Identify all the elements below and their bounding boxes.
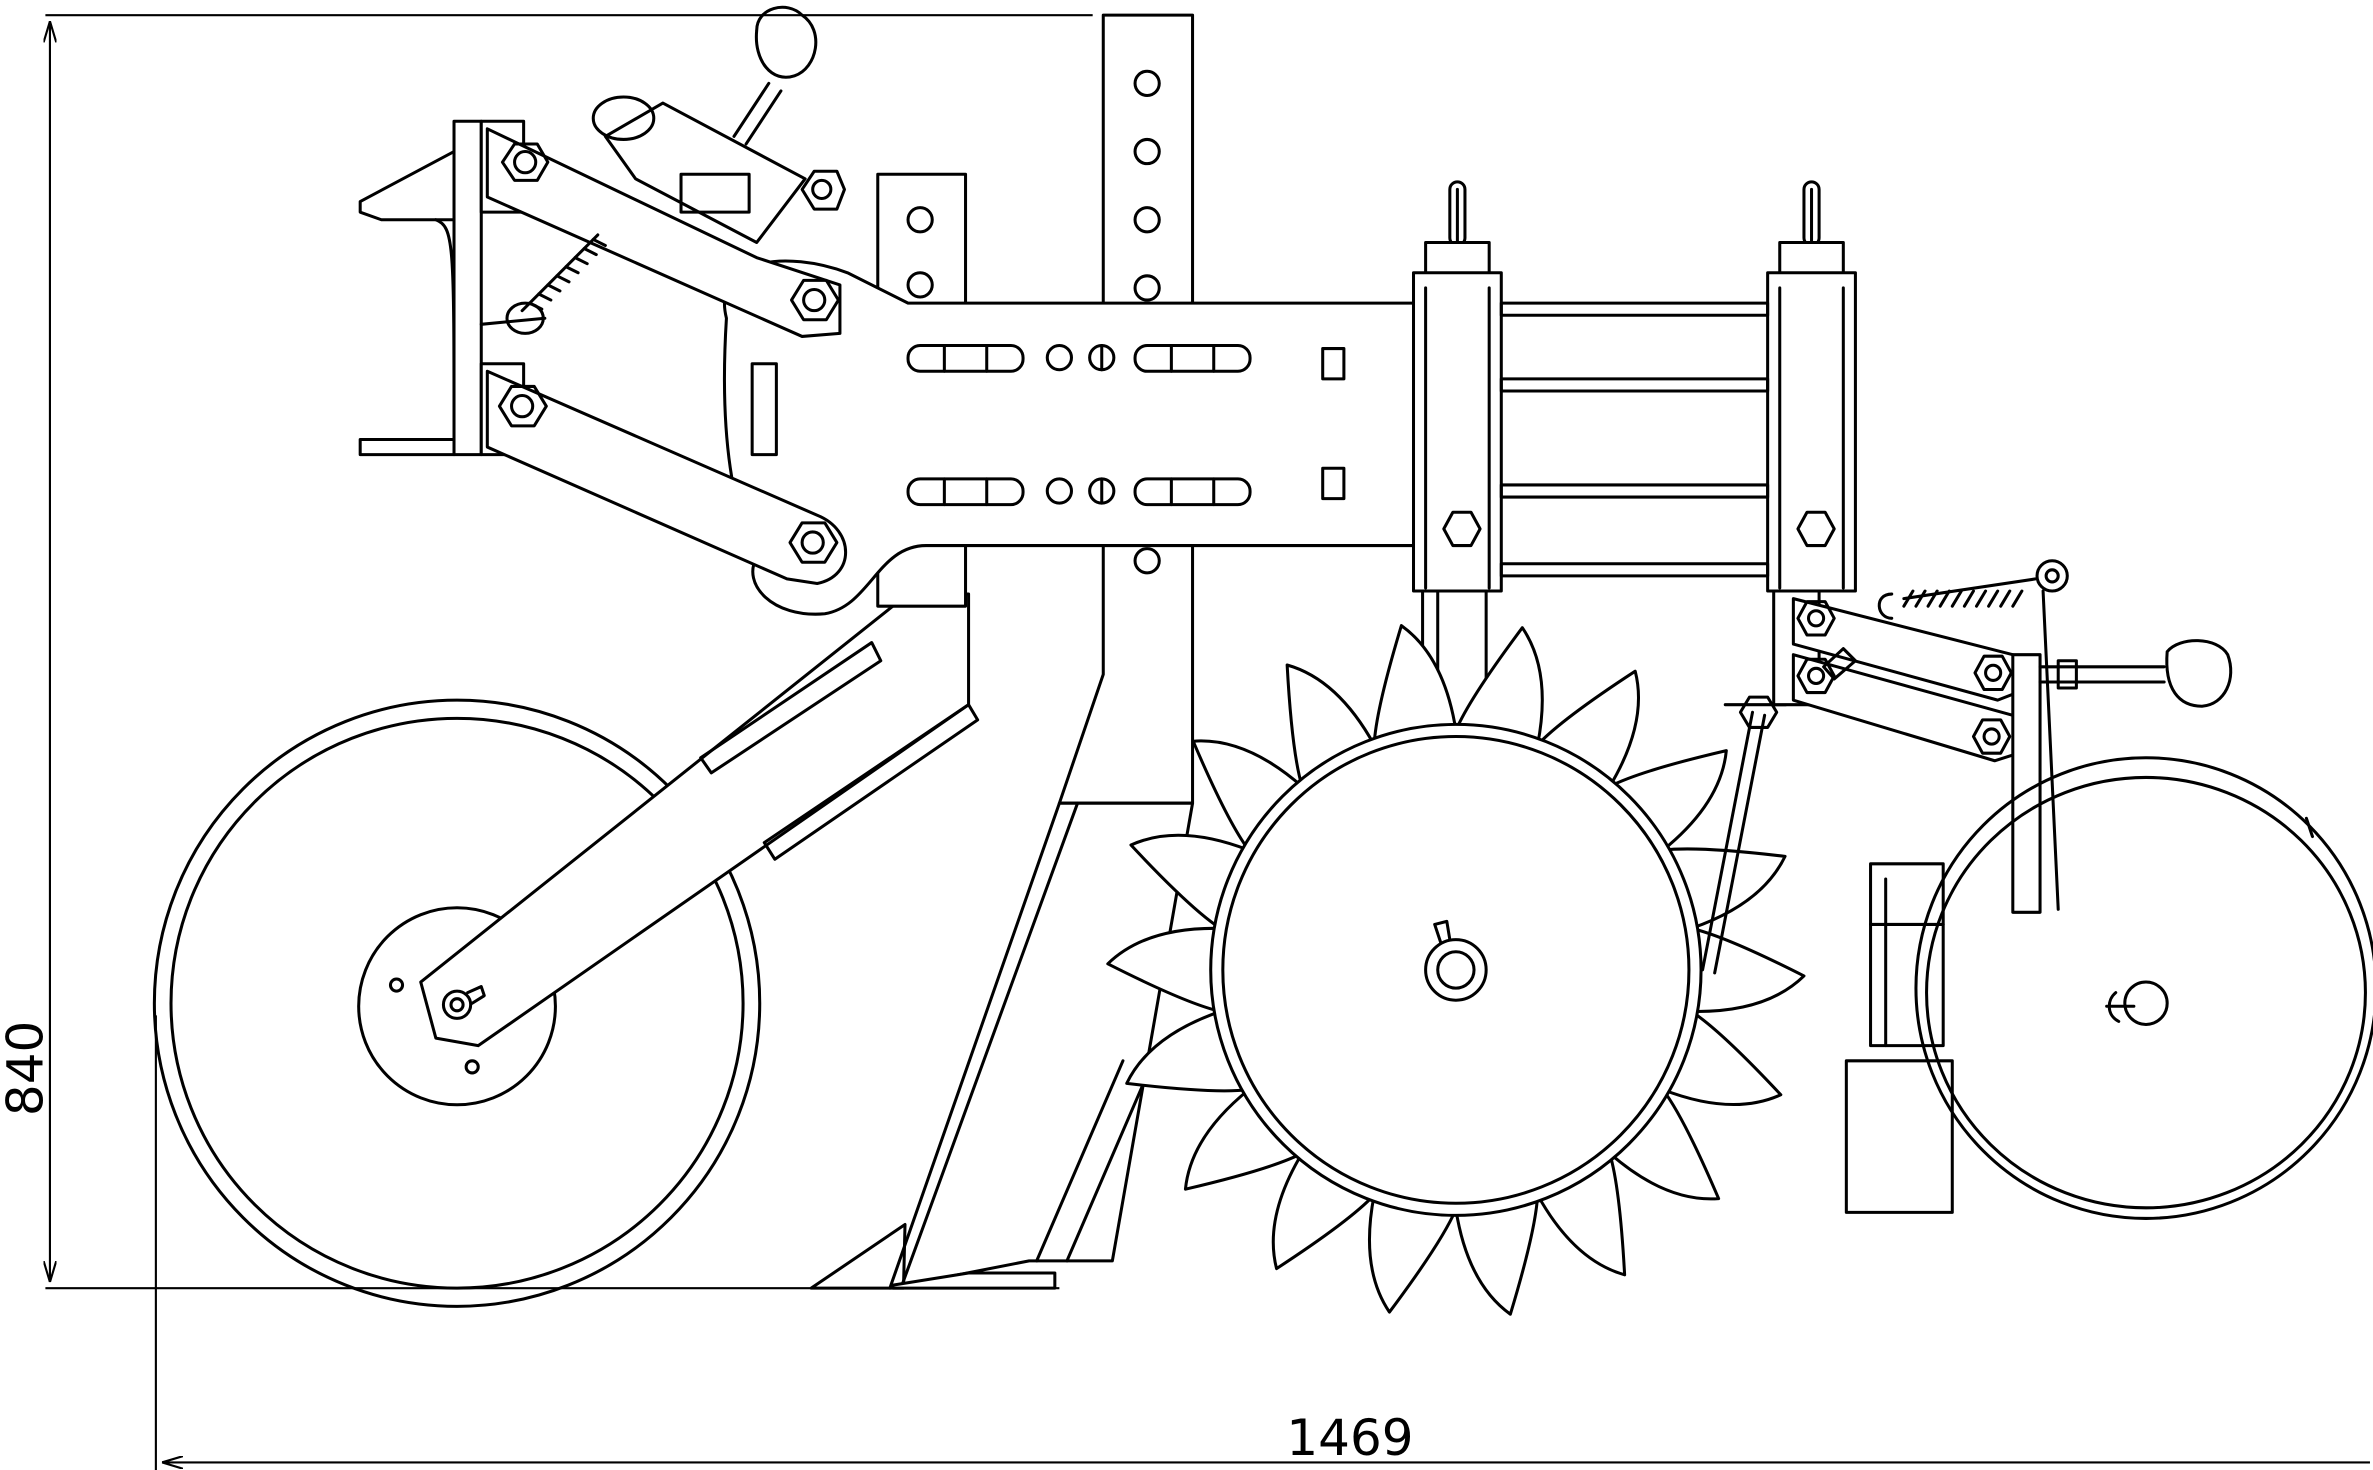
scraper <box>1701 695 1788 975</box>
rear-linkage <box>1772 589 2233 914</box>
roller-hub <box>1424 938 1488 1002</box>
adjuster-top <box>591 5 846 244</box>
width-dimension-label: 1469 <box>1286 1409 1413 1467</box>
star-roller <box>1106 624 1806 1316</box>
roller-rim-inner <box>1221 735 1691 1205</box>
beam-slot-row-upper <box>906 344 1346 381</box>
rear-spring <box>1877 559 2069 911</box>
beam-slot-row-lower <box>906 466 1346 507</box>
dimension-width: 1469 <box>154 1015 2370 1470</box>
roller-mount-front <box>1411 180 1503 699</box>
height-dimension-label: 840 <box>0 1021 54 1116</box>
dimension-height: 840 <box>0 14 1093 1290</box>
gauge-wheel-left <box>152 698 762 1308</box>
roller-mount-rear <box>1766 180 1857 593</box>
wheel-arm-left <box>419 592 980 1048</box>
rear-frame <box>1844 862 1954 1214</box>
roller-rim-outer <box>1209 722 1703 1217</box>
upper-link <box>485 127 842 338</box>
roller-hub-bore <box>1436 950 1476 990</box>
grease-nipple-icon <box>1433 919 1452 945</box>
lower-link <box>485 369 848 585</box>
rear-wheel <box>1914 756 2373 1220</box>
main-beam <box>722 259 1425 616</box>
mount-rails <box>1499 301 1770 578</box>
hitch-spring <box>479 233 607 335</box>
